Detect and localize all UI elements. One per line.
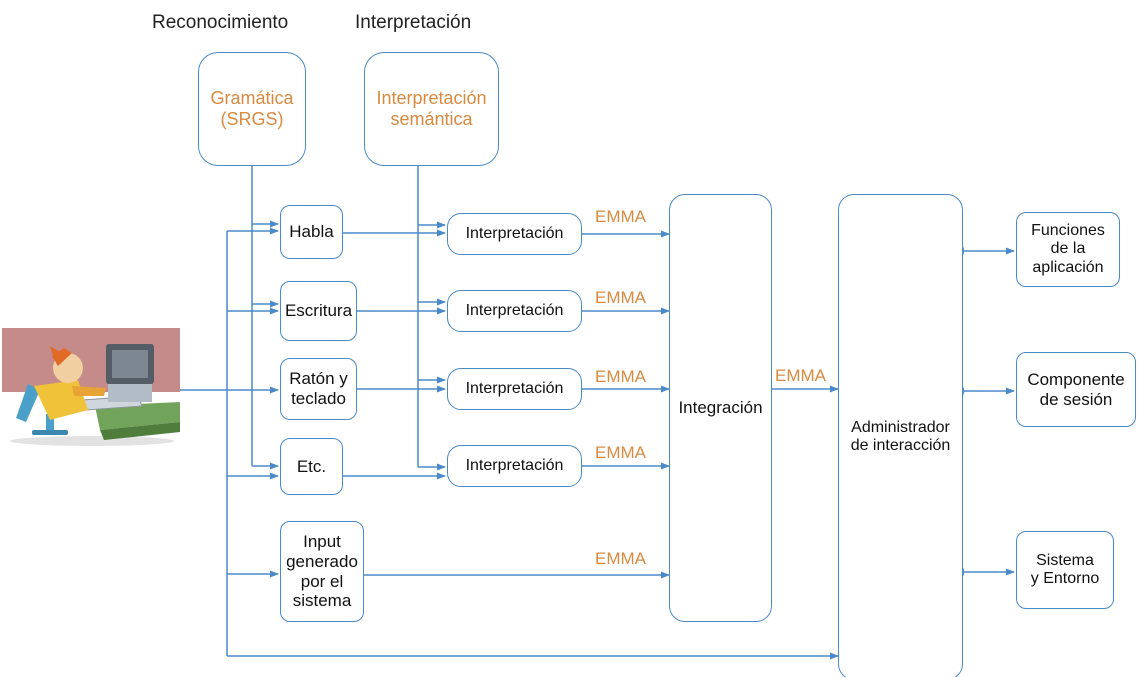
speech-box: Habla	[280, 205, 343, 259]
interaction-manager-box: Administrador de interacción	[838, 194, 963, 677]
mouse-keyboard-box: Ratón y teclado	[280, 358, 357, 420]
grammar-box: Gramática (SRGS)	[198, 52, 306, 166]
application-functions-box: Funciones de la aplicación	[1016, 212, 1120, 287]
emma-label: EMMA	[595, 367, 646, 386]
emma-label: EMMA	[595, 549, 646, 568]
emma-label: EMMA	[595, 207, 646, 226]
etc-box: Etc.	[280, 438, 343, 495]
interpretation-box: Interpretación	[447, 213, 582, 255]
emma-label: EMMA	[775, 366, 826, 385]
session-component-box: Componente de sesión	[1016, 352, 1136, 427]
interpretation-box: Interpretación	[447, 445, 582, 487]
semantic-interpretation-box: Interpretación semántica	[364, 52, 499, 166]
user-at-computer-illustration	[2, 328, 180, 446]
interpretation-box: Interpretación	[447, 368, 582, 410]
recognition-heading: Reconocimiento	[152, 12, 289, 33]
integration-box: Integración	[669, 194, 772, 622]
writing-box: Escritura	[280, 281, 357, 341]
interpretation-box: Interpretación	[447, 290, 582, 332]
emma-label: EMMA	[595, 288, 646, 307]
system-environment-box: Sistema y Entorno	[1016, 531, 1114, 609]
emma-label: EMMA	[595, 443, 646, 462]
interpretation-heading: Interpretación	[355, 12, 472, 33]
system-input-box: Input generado por el sistema	[280, 521, 364, 622]
